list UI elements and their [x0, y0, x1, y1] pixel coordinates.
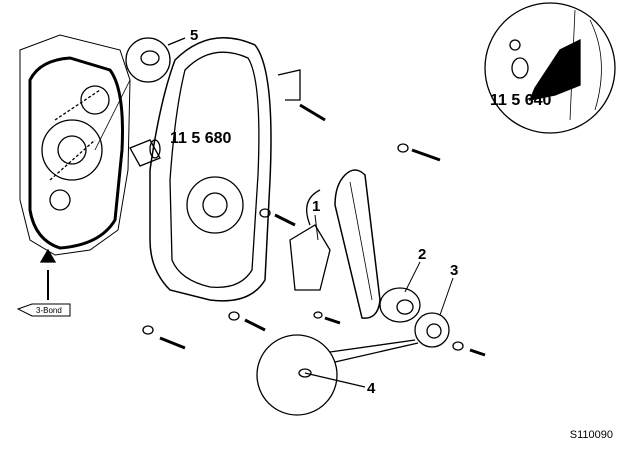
- detail-circle-pulley: [256, 334, 338, 416]
- tool-number-11-5-680: 11 5 680: [170, 130, 232, 147]
- sealant-label: 3-Bond: [36, 306, 62, 315]
- callout-3: 3: [450, 262, 459, 279]
- washers: [142, 143, 464, 351]
- figure-reference: S110090: [569, 429, 613, 441]
- tool-detail-circle: [484, 2, 616, 134]
- bolts: [159, 148, 486, 357]
- bolt: [299, 103, 326, 122]
- sensor: [289, 189, 331, 291]
- tensioner: [379, 287, 421, 323]
- sealant-tube-icon: [16, 303, 71, 317]
- callout-1: 1: [312, 198, 321, 215]
- engine-block: [19, 34, 131, 256]
- callout-4: 4: [367, 380, 376, 397]
- leader-lines: [314, 214, 454, 316]
- callout-2: 2: [418, 246, 427, 263]
- timing-belt: [334, 169, 381, 319]
- sealant-arrow: [39, 248, 57, 300]
- bracket: [277, 69, 301, 101]
- callout-5: 5: [190, 27, 199, 44]
- timing-cover: [149, 37, 272, 302]
- pulley: [414, 312, 450, 348]
- sleeve: [129, 139, 161, 167]
- detail-circle-seal: [125, 37, 171, 83]
- tool-number-11-5-640: 11 5 640: [490, 92, 552, 109]
